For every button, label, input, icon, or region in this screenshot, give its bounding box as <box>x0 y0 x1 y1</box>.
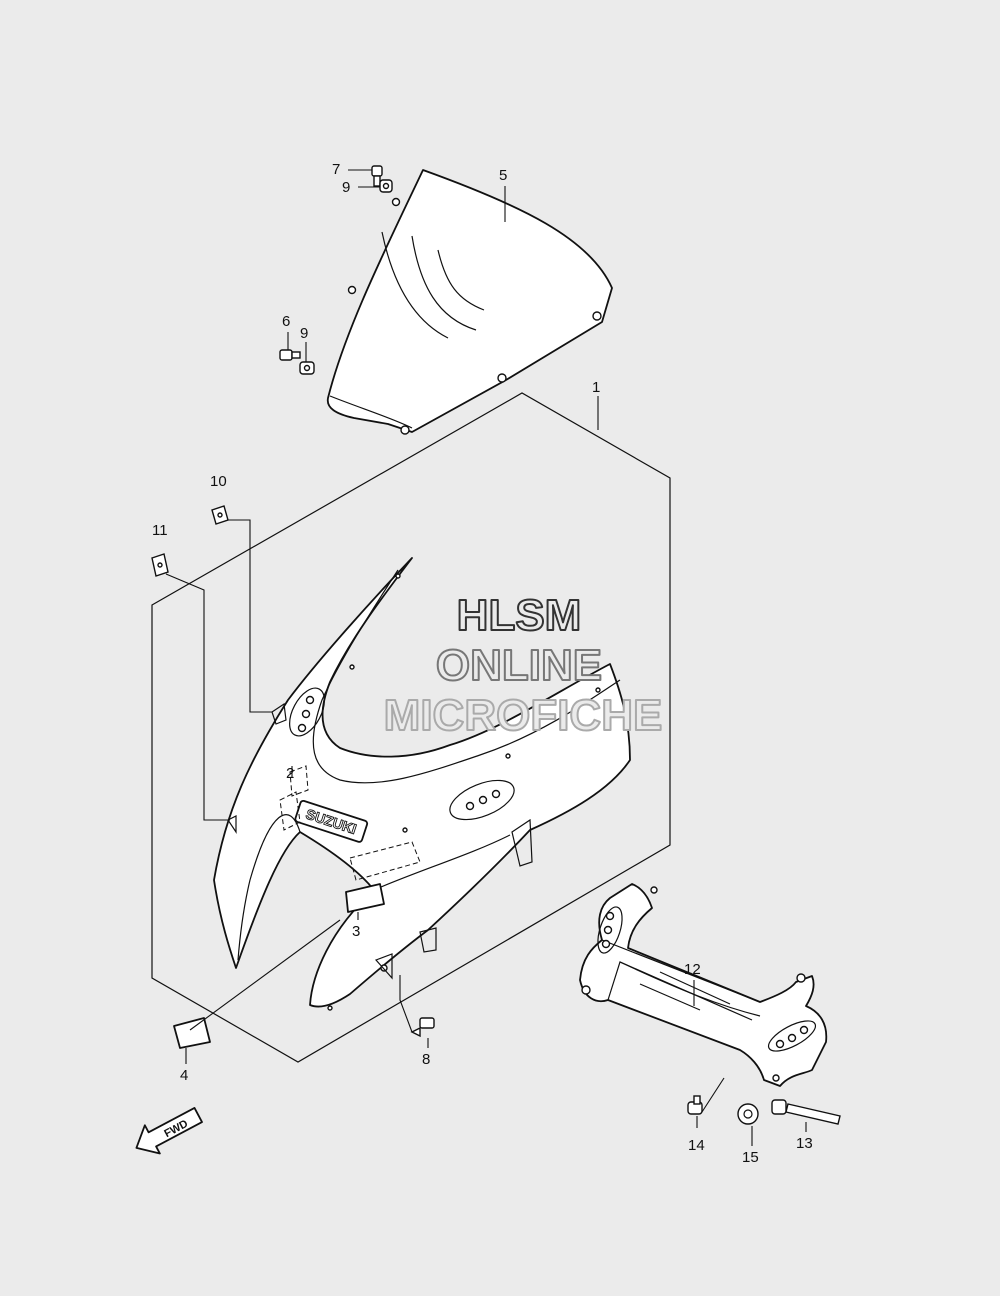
leader-lines <box>165 169 807 1146</box>
screw-6[interactable] <box>279 349 301 361</box>
callout-9-lower: 9 <box>300 325 308 342</box>
forward-direction-arrow: FWD <box>135 1107 203 1155</box>
watermark-line-2: ONLINE <box>436 641 602 690</box>
emblem-dashed-outline <box>279 791 301 831</box>
watermark: HLSM ONLINE MICROFICHE <box>383 590 664 741</box>
clip-nut-11[interactable] <box>151 553 169 577</box>
watermark-line-3: MICROFICHE <box>384 691 663 740</box>
emblem-dashed-outline-2 <box>289 765 309 797</box>
cushion-pad-lower[interactable] <box>173 1017 211 1049</box>
callout-15: 15 <box>742 1149 759 1166</box>
callout-9-upper: 9 <box>342 179 350 196</box>
screw-8[interactable] <box>410 1017 435 1038</box>
callout-13: 13 <box>796 1135 813 1152</box>
callout-3: 3 <box>352 923 360 940</box>
callout-5: 5 <box>499 167 507 184</box>
callout-12: 12 <box>684 961 701 978</box>
clip-nut-10[interactable] <box>211 505 229 525</box>
windscreen[interactable] <box>326 169 613 435</box>
callout-8: 8 <box>422 1051 430 1068</box>
callout-7: 7 <box>332 161 340 178</box>
callout-11: 11 <box>152 522 168 539</box>
callout-1: 1 <box>592 379 600 396</box>
fwd-label: FWD <box>162 1118 190 1140</box>
bolt-13[interactable] <box>771 1099 841 1125</box>
grommet-14[interactable] <box>687 1095 703 1115</box>
pad-dashed-outline <box>349 841 421 881</box>
callout-2: 2 <box>286 765 294 782</box>
nut-9-upper[interactable] <box>379 179 393 193</box>
cushion-pad[interactable] <box>345 883 385 913</box>
nut-9-lower[interactable] <box>299 361 315 375</box>
callout-10: 10 <box>210 473 227 490</box>
assembly-boundary <box>151 392 671 1063</box>
callout-6: 6 <box>282 313 290 330</box>
watermark-line-1: HLSM <box>457 591 582 640</box>
collar-15[interactable] <box>737 1103 759 1125</box>
screw-7[interactable] <box>371 165 383 187</box>
cowling-bracket[interactable] <box>579 883 828 1087</box>
upper-cowling[interactable] <box>213 557 631 1011</box>
callout-4: 4 <box>180 1067 188 1084</box>
callout-14: 14 <box>688 1137 705 1154</box>
